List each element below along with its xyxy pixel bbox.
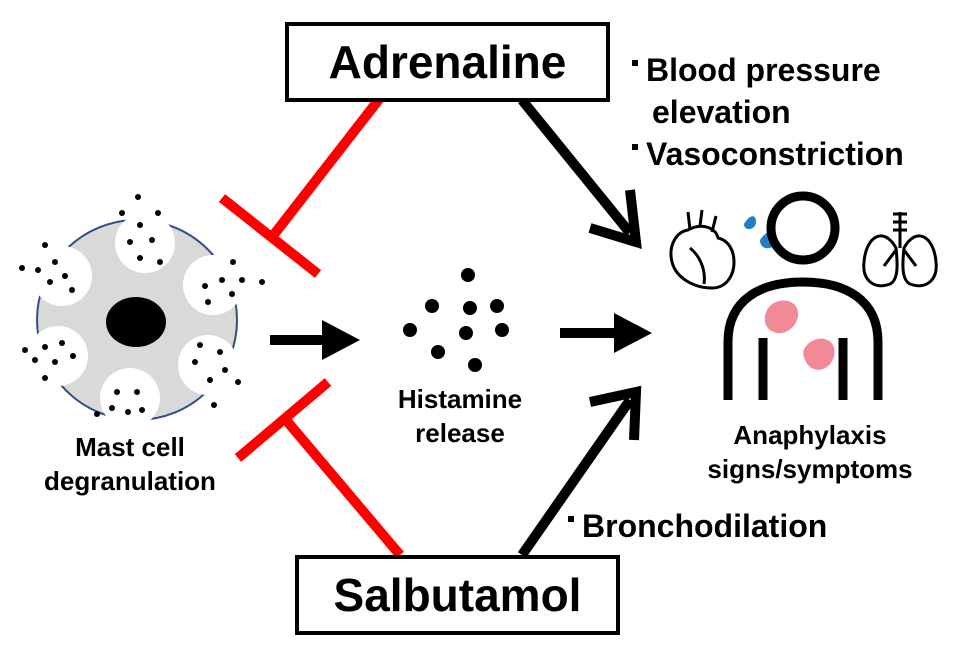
mast-cell-label: Mast cell degranulation bbox=[44, 432, 216, 496]
anaphylaxis-label: Anaphylaxis signs/symptoms bbox=[707, 420, 913, 484]
salbutamol-inhibit-line bbox=[234, 378, 404, 559]
arrow-mast-to-histamine bbox=[270, 320, 360, 360]
salbutamol-effect-broncho: Bronchodilation bbox=[568, 506, 827, 546]
adrenaline-label: Adrenaline bbox=[328, 36, 567, 88]
salbutamol-arrow bbox=[517, 385, 642, 558]
adrenaline-inhibit-line bbox=[218, 94, 384, 278]
adrenaline-arrow bbox=[518, 96, 642, 250]
heart-icon bbox=[669, 209, 736, 290]
person-icon bbox=[723, 191, 883, 400]
rash-patch bbox=[764, 300, 799, 334]
granule-pocket bbox=[28, 326, 88, 386]
adrenaline-effect-bp: Blood pressure bbox=[632, 50, 881, 90]
histamine-label: Histamine release bbox=[397, 384, 523, 448]
granule-pocket bbox=[115, 213, 175, 273]
granule-dots bbox=[19, 194, 265, 417]
mast-cell-icon bbox=[19, 194, 265, 428]
bullet-marker bbox=[632, 143, 638, 150]
rash-patch bbox=[803, 338, 835, 370]
granule-pocket bbox=[183, 255, 243, 315]
granule-pocket bbox=[100, 368, 160, 428]
bullet-marker bbox=[568, 515, 574, 522]
mast-cell-nucleus bbox=[106, 297, 166, 347]
bullet-marker bbox=[632, 59, 638, 66]
salbutamol-label: Salbutamol bbox=[333, 569, 582, 621]
lungs-icon bbox=[862, 212, 938, 288]
arrow-histamine-to-anaphylaxis bbox=[560, 313, 652, 353]
adrenaline-effect-bp-cont: elevation bbox=[652, 94, 791, 130]
salbutamol-box: Salbutamol bbox=[295, 555, 620, 635]
adrenaline-effect-vaso: Vasoconstriction bbox=[632, 134, 904, 174]
granule-pocket bbox=[178, 335, 238, 395]
adrenaline-box: Adrenaline bbox=[285, 22, 610, 102]
histamine-dots bbox=[403, 268, 509, 372]
